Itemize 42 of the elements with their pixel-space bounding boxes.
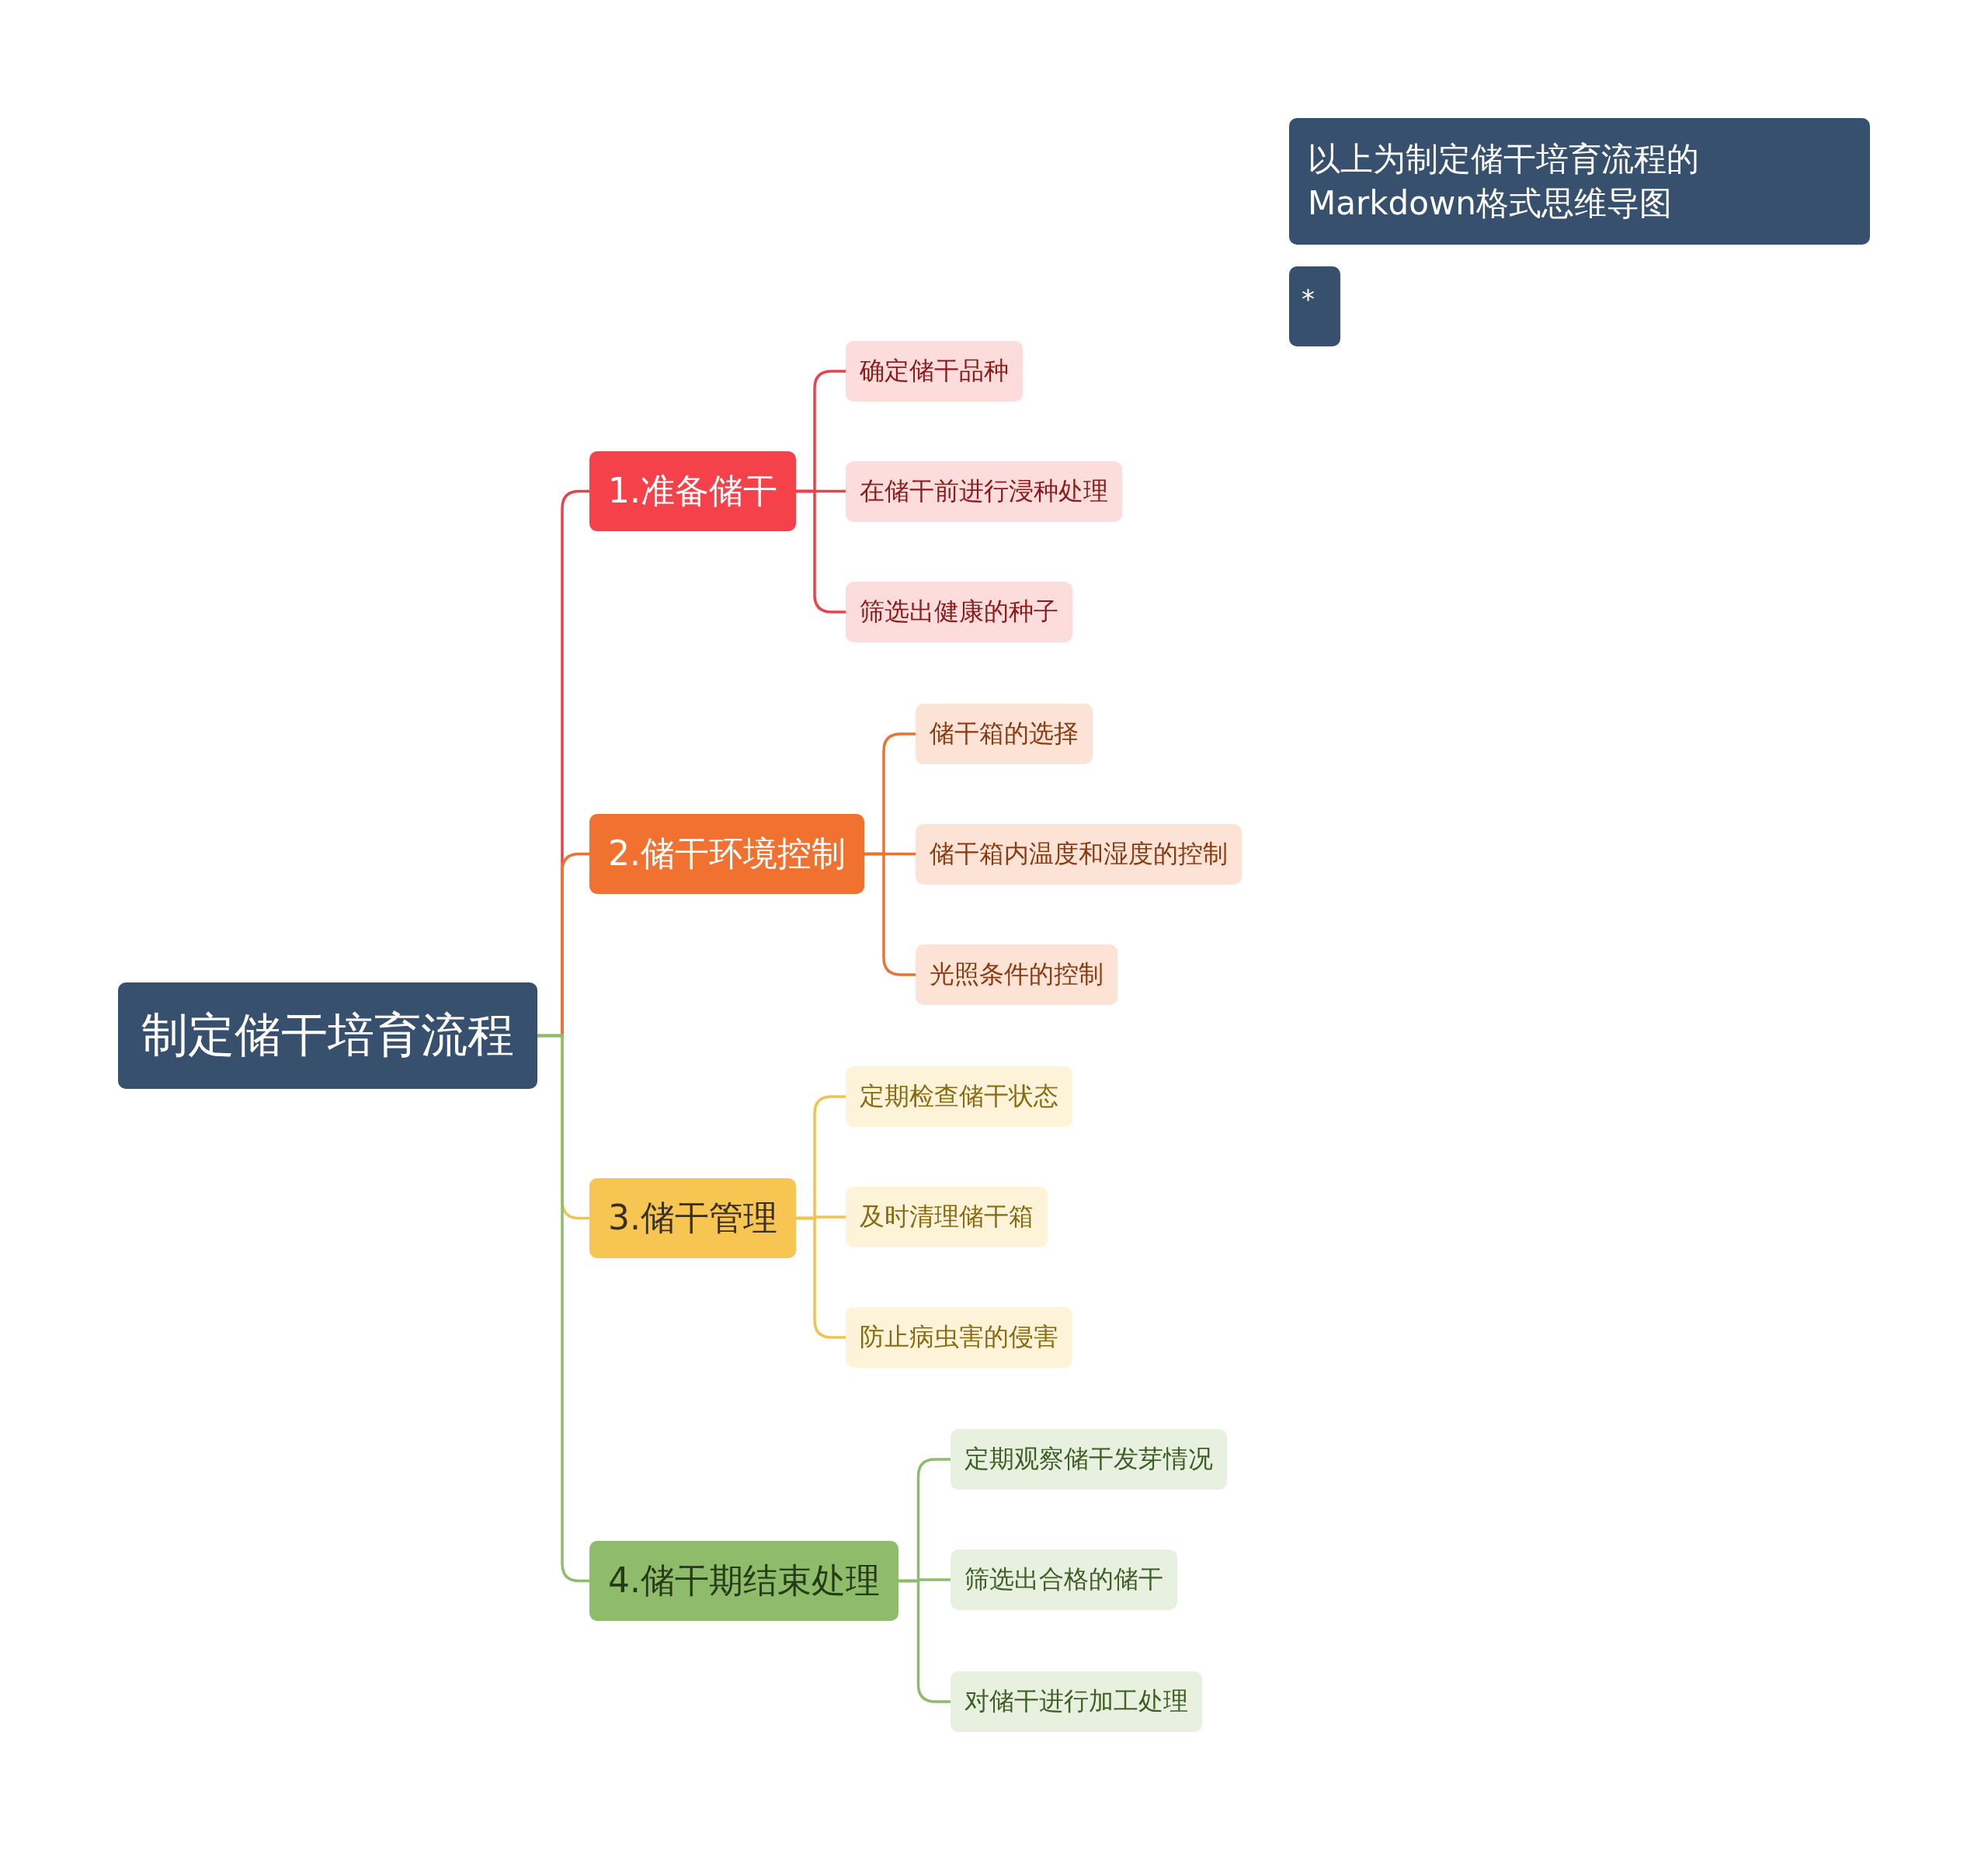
topic-text: 在储干前进行浸种处理 xyxy=(860,475,1108,507)
subtopic xyxy=(846,582,1072,642)
topic-text: 3.储干管理 xyxy=(608,1197,777,1239)
topic-text: 定期观察储干发芽情况 xyxy=(964,1443,1213,1475)
subtopic xyxy=(951,1671,1202,1732)
topic-text: 防止病虫害的侵害 xyxy=(860,1321,1058,1353)
topic-text: 制定储干培育流程 xyxy=(141,1007,514,1063)
note-box xyxy=(1289,266,1340,346)
topic-text: 筛选出健康的种子 xyxy=(860,596,1058,628)
branch-topic xyxy=(589,451,796,531)
subtopic xyxy=(846,341,1023,402)
note-box xyxy=(1289,118,1870,245)
subtopic xyxy=(951,1549,1177,1610)
topic-text: 2.储干环境控制 xyxy=(608,833,846,875)
subtopic xyxy=(846,461,1122,522)
subtopic xyxy=(846,1187,1048,1247)
branch-topic xyxy=(589,1541,898,1621)
topic-text: 定期检查储干状态 xyxy=(860,1080,1058,1112)
subtopic xyxy=(916,704,1093,764)
topic-text: 储干箱的选择 xyxy=(930,718,1079,749)
branch-topic xyxy=(589,814,864,894)
subtopic xyxy=(916,944,1117,1005)
connector-line xyxy=(796,489,846,614)
topic-text: 储干箱内温度和湿度的控制 xyxy=(930,838,1228,870)
connector-line xyxy=(898,1579,951,1703)
topic-text: 对储干进行加工处理 xyxy=(964,1685,1188,1717)
topic-text: 及时清理储干箱 xyxy=(860,1201,1034,1233)
subtopic xyxy=(951,1429,1227,1490)
topic-text: 确定储干品种 xyxy=(860,355,1009,387)
topic-text: 光照条件的控制 xyxy=(930,958,1103,990)
topic-text: 筛选出合格的储干 xyxy=(964,1563,1163,1595)
topic-text: 1.准备储干 xyxy=(608,470,777,512)
connector-line xyxy=(864,852,916,976)
connector-line xyxy=(796,1216,846,1339)
branch-topic xyxy=(589,1178,796,1258)
subtopic xyxy=(846,1066,1072,1127)
root-topic xyxy=(118,982,537,1089)
topic-text: 4.储干期结束处理 xyxy=(608,1560,880,1601)
topic-text: * xyxy=(1302,283,1315,315)
subtopic xyxy=(846,1307,1072,1368)
topic-text: 以上为制定储干培育流程的Markdown格式思维导图 xyxy=(1308,138,1700,224)
subtopic xyxy=(916,824,1242,885)
